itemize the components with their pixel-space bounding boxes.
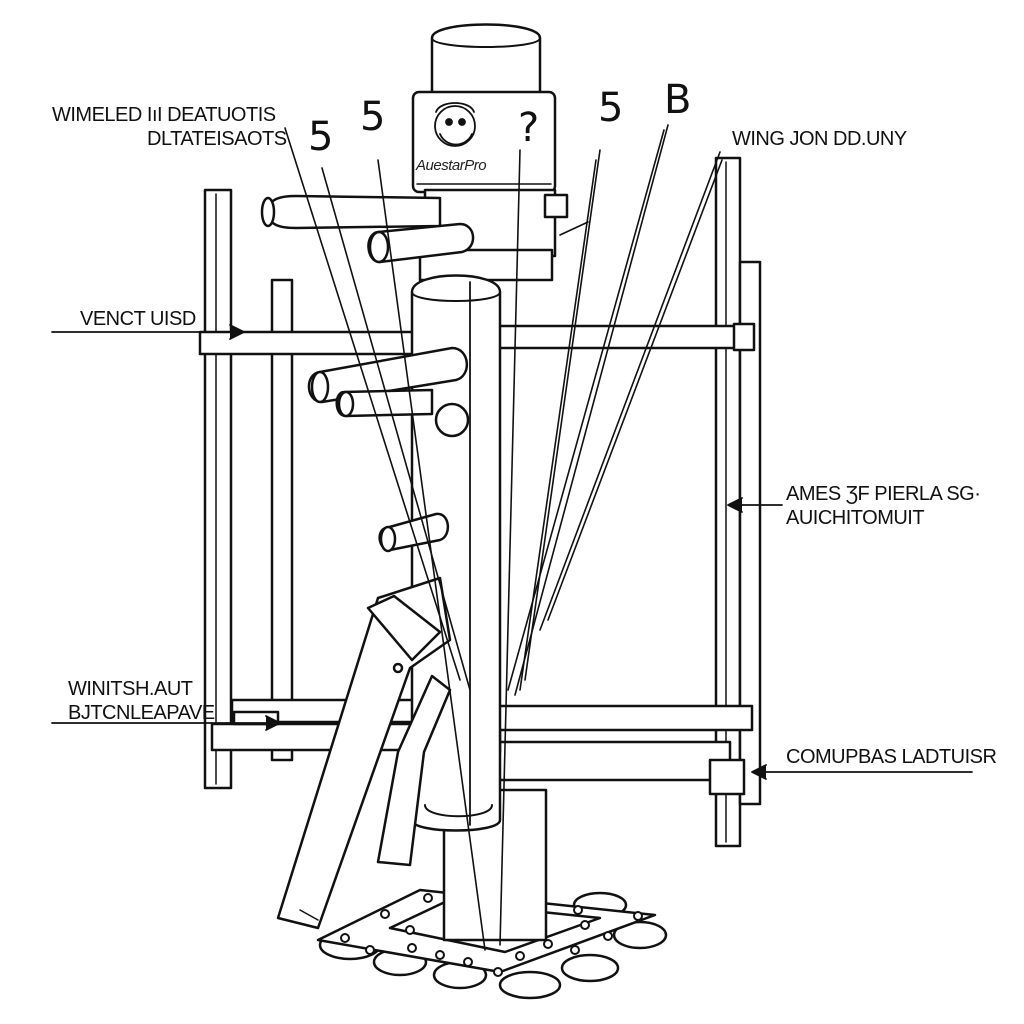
callout-number-1: 5 bbox=[308, 114, 334, 160]
label-right-mid-line1: AMES ƷF PIERLA SG· bbox=[786, 483, 981, 505]
logo-text: AuestarPro bbox=[416, 157, 487, 174]
label-top-right: WING JON DD.UNY bbox=[732, 128, 907, 150]
callout-number-3: ? bbox=[518, 105, 540, 151]
label-bottom-left-line2: BJTCNLEAPAVE bbox=[68, 702, 215, 724]
label-top-left-line2: DLTATEISAOTS bbox=[147, 128, 287, 150]
label-bottom-right: COMUPBAS LADTUISR bbox=[786, 746, 997, 768]
frame-left bbox=[198, 188, 434, 790]
pointer-lines bbox=[284, 124, 723, 951]
callout-number-5: B bbox=[664, 77, 692, 123]
label-arrows bbox=[51, 324, 973, 780]
bearded-face-emblem-icon bbox=[434, 102, 476, 147]
label-bottom-left-line1: WINITSH.AUT bbox=[68, 678, 193, 700]
dummy-leg bbox=[276, 576, 452, 930]
label-right-mid-line2: AUICHITOMUIT bbox=[786, 507, 925, 529]
frame-right bbox=[486, 156, 762, 848]
callout-number-2: 5 bbox=[360, 94, 386, 140]
label-left-mid: VENCT UISD bbox=[80, 308, 196, 330]
callout-number-4: 5 bbox=[598, 85, 624, 131]
label-top-left-line1: WIMELED IıI DEATUOTIS bbox=[52, 104, 276, 126]
dummy-arms bbox=[260, 194, 475, 553]
